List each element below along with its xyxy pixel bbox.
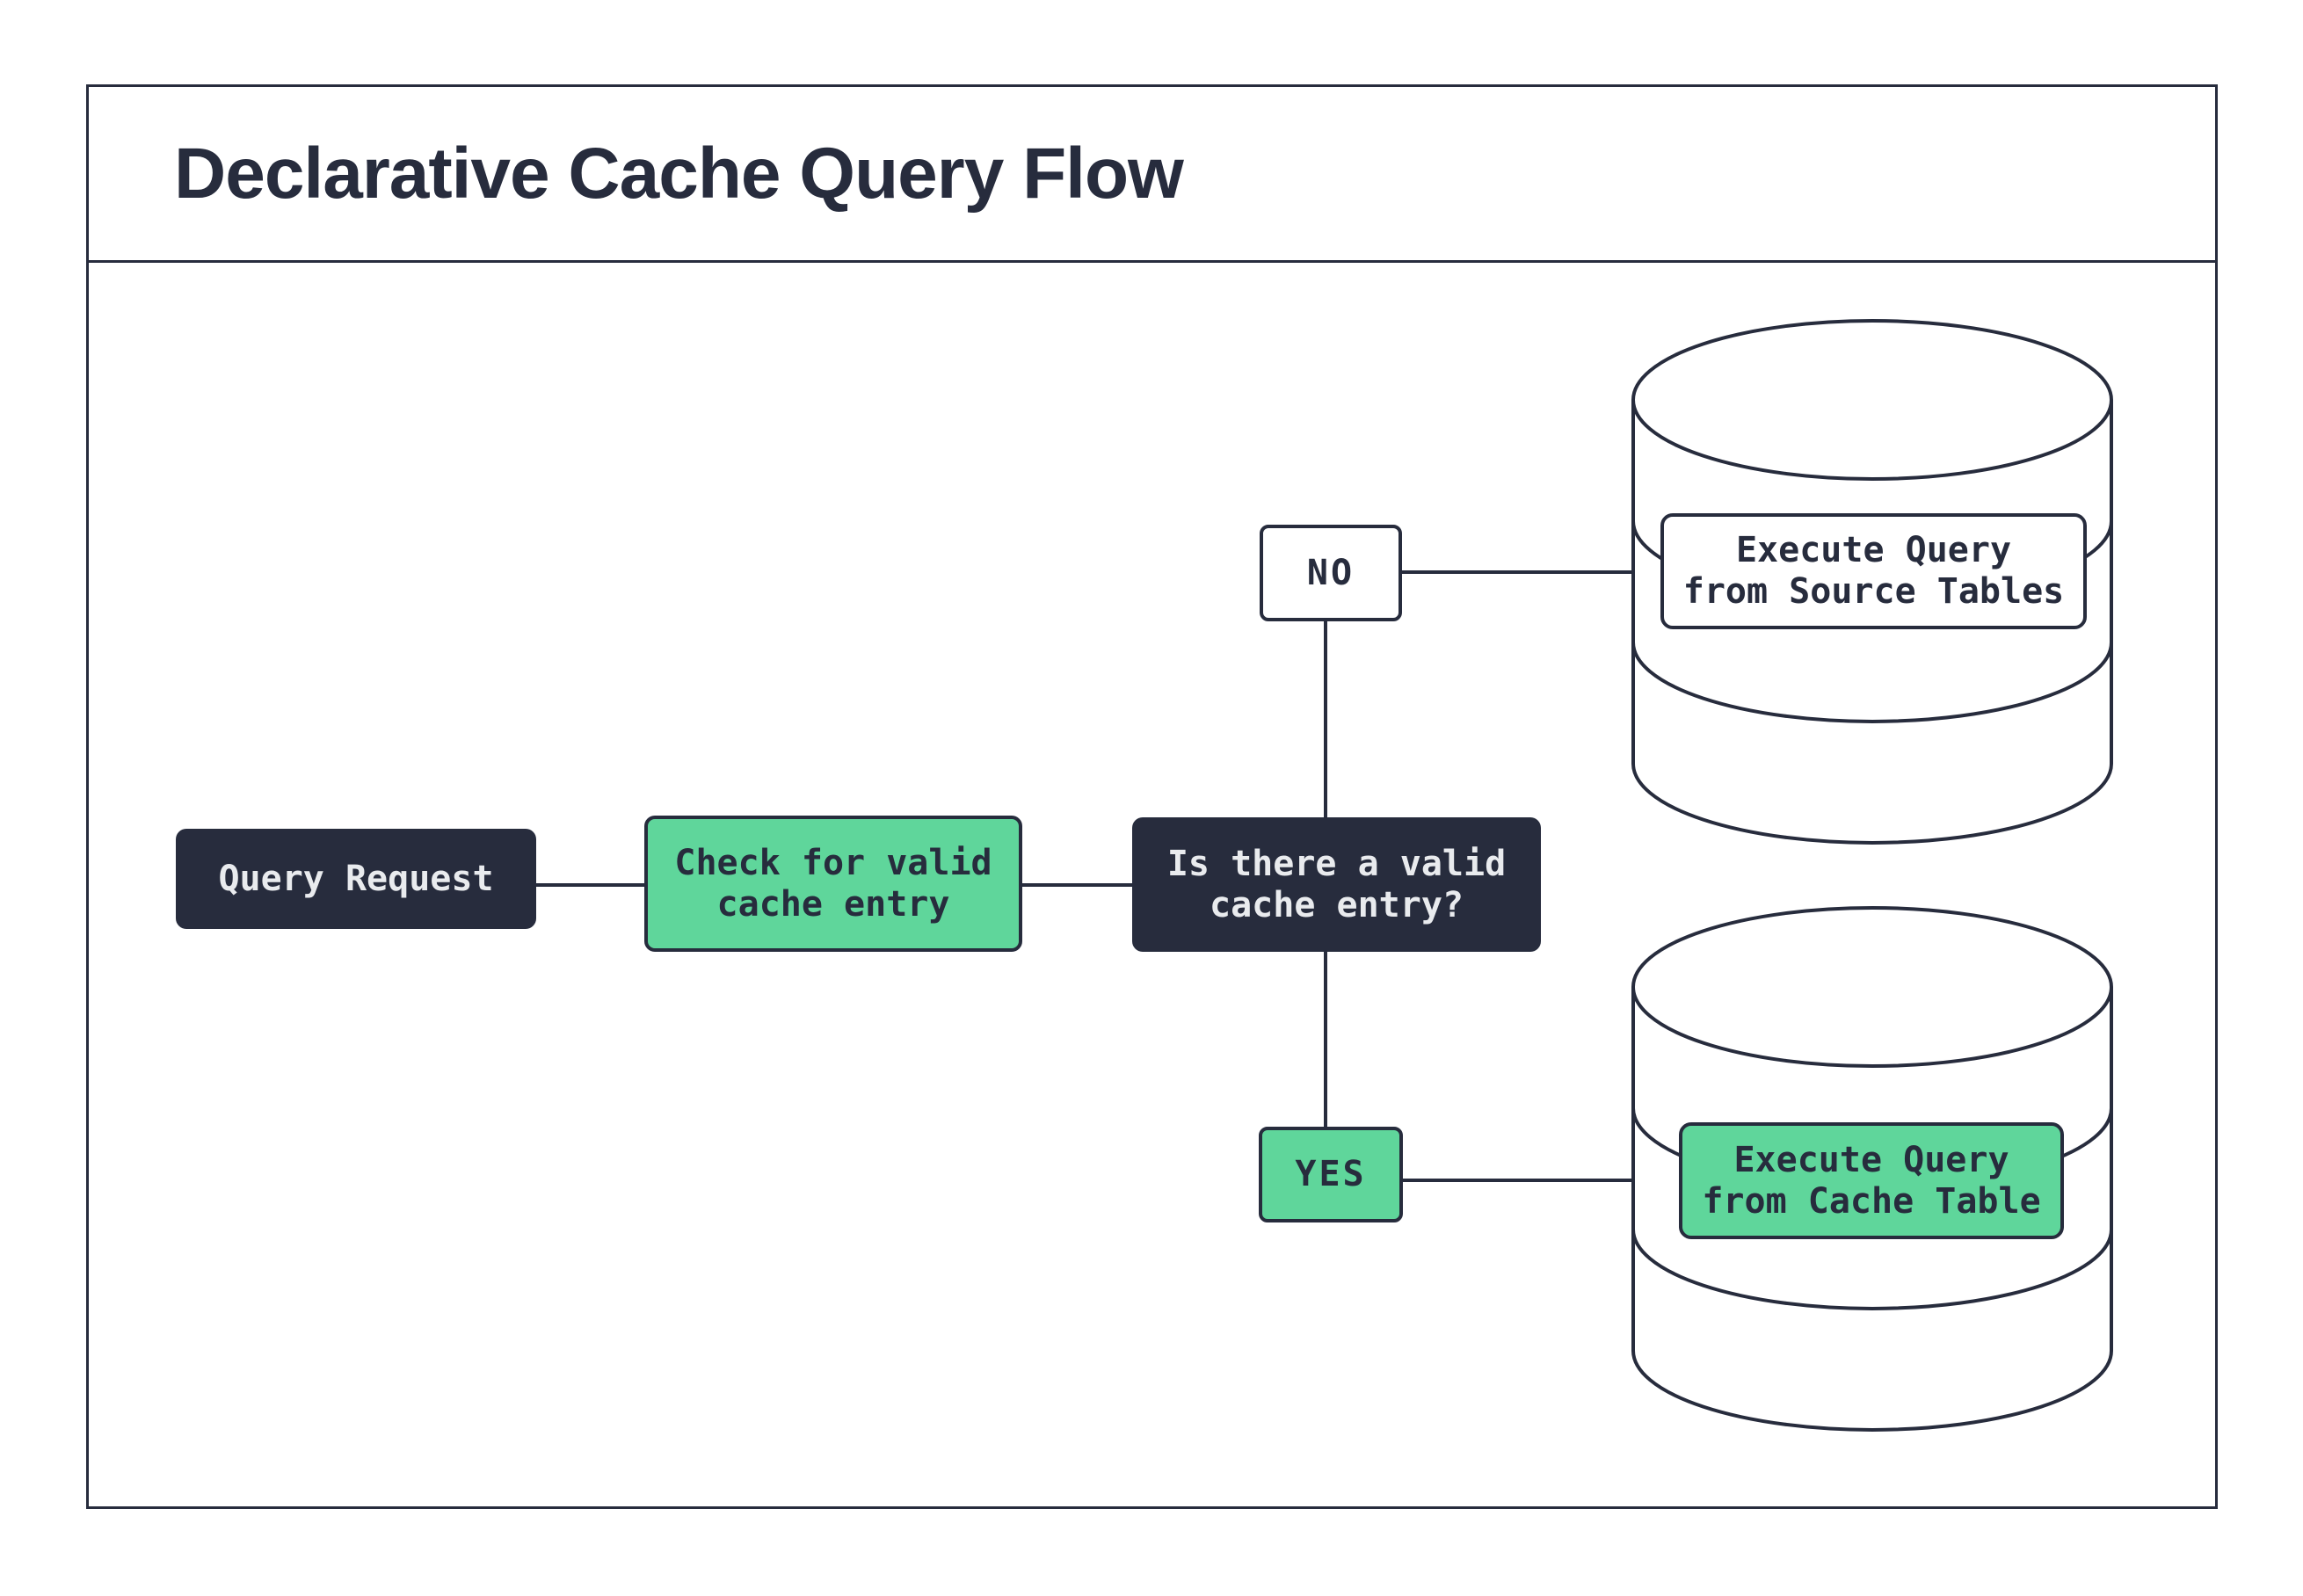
flow-node-decision: Is there a valid cache entry? — [1132, 817, 1541, 952]
cylinder-disk-arc — [1631, 763, 2113, 845]
flow-node-query-request: Query Request — [176, 829, 536, 929]
cylinder-top-ellipse — [1631, 319, 2113, 481]
database-cylinder-cache-icon — [1631, 906, 2113, 1432]
branch-label-yes: YES — [1259, 1127, 1403, 1222]
cylinder-disk-arc — [1631, 1229, 2113, 1310]
cylinder-top-ellipse — [1631, 906, 2113, 1068]
branch-label-no: NO — [1260, 525, 1402, 621]
connector-lines — [536, 570, 1633, 1182]
diagram-frame: Declarative Cache Query Flow — [86, 84, 2218, 1509]
cylinder-disk-arc — [1631, 1350, 2113, 1432]
diagram-header: Declarative Cache Query Flow — [89, 87, 2215, 263]
flow-node-execute-cache: Execute Query from Cache Table — [1679, 1122, 2064, 1239]
cylinder-disk-arc — [1631, 642, 2113, 723]
page-title: Declarative Cache Query Flow — [174, 133, 1184, 214]
flow-node-check-cache: Check for valid cache entry — [644, 816, 1022, 952]
flow-node-execute-source: Execute Query from Source Tables — [1660, 513, 2087, 629]
